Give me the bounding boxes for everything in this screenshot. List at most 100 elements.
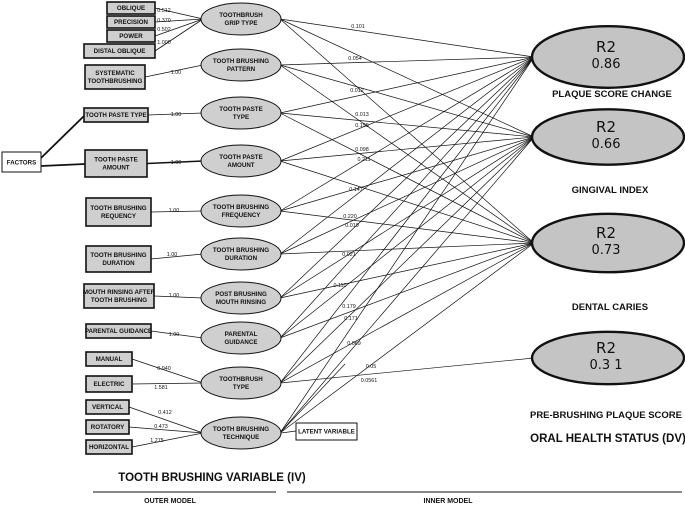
path-coefficient-10: 0.019: [345, 223, 359, 229]
latent-label-pastetype-line-2: TYPE: [233, 114, 249, 121]
latent-ellipse-frequency: [200, 194, 282, 228]
path-pastetype-to-gingival: [279, 112, 535, 138]
loading-line-parental-ind: [150, 330, 204, 339]
path-coefficient-5: 0.195: [355, 123, 369, 129]
path-brushtype-to-gingival: [279, 136, 535, 384]
indicator-box-electric: [85, 375, 133, 393]
loading-value-manual: 0.940: [157, 366, 171, 372]
path-frequency-to-gingival: [279, 136, 535, 212]
path-coefficient-15: 0.069: [347, 341, 361, 347]
outcome-ellipse-prebrushing: [530, 330, 685, 386]
indicator-box-rotatory: [85, 419, 130, 435]
indicator-label-distal-oblique-line-1: DISTAL OBLIQUE: [94, 48, 146, 55]
outcome-r2-value-gingival: 0.66: [592, 137, 621, 152]
legend-pointer-line: [280, 430, 297, 434]
path-coefficient-11: 0.021: [342, 252, 356, 258]
loading-line-duration-ind: [150, 253, 204, 260]
loading-line-distal-oblique: [154, 18, 204, 52]
indicator-box-paste-type-ind: [83, 107, 149, 123]
indicator-box-precision: [106, 15, 156, 29]
loading-value-vertical: 0.412: [158, 410, 172, 416]
outer-model-label: OUTER MODEL: [144, 498, 196, 505]
loading-value-power: 0.502: [157, 27, 171, 33]
indicator-label-precision-line-1: PRECISION: [114, 19, 149, 26]
path-coefficient-3: 0.012: [350, 88, 364, 94]
loading-line-electric: [131, 382, 204, 385]
latent-variable-legend-label: LATENT VARIABLE: [298, 429, 355, 436]
factors-connector-upper: [40, 115, 85, 159]
latent-ellipse-duration: [200, 237, 282, 271]
path-coefficient-12: 0.110: [333, 283, 346, 289]
factors-label: FACTORS: [7, 160, 36, 167]
path-coefficient-8: 0.147: [349, 187, 363, 193]
loading-line-horizontal: [131, 432, 204, 448]
path-coefficient-16: 0.05: [366, 364, 377, 370]
loading-line-rotatory: [128, 426, 204, 434]
path-frequency-to-caries: [279, 210, 535, 244]
indicator-label-power-line-1: POWER: [119, 33, 143, 40]
indicator-label-systematic-line-2: TOOTHBRUSHING: [88, 78, 143, 85]
indicator-label-oblique-line-1: OBLIQUE: [117, 5, 145, 12]
indicator-label-paste-amount-ind-line-1: TOOTH PASTE: [94, 157, 137, 164]
loading-value-distal-oblique: 1.000: [157, 40, 171, 46]
latent-label-pastetype-line-1: TOOTH PASTE: [219, 106, 262, 113]
path-coefficient-1: 0.101: [351, 24, 365, 30]
loading-value-precision: 0.370: [157, 18, 171, 24]
indicator-box-manual: [85, 351, 133, 367]
loading-value-rinsing-ind: 1.00: [169, 293, 180, 299]
outcome-label-plaque: PLAQUE SCORE CHANGE: [552, 89, 672, 100]
indicator-label-paste-type-ind-line-1: TOOTH PASTE TYPE: [85, 112, 146, 119]
outcome-label-caries: DENTAL CARIES: [572, 302, 648, 313]
latent-ellipse-grip: [200, 2, 282, 36]
factors-box: [1, 151, 42, 173]
path-rinsing-to-caries: [279, 242, 535, 299]
indicator-label-vertical-line-1: VERTICAL: [92, 404, 123, 411]
loading-line-vertical: [128, 406, 204, 434]
latent-ellipse-pasteamount: [200, 144, 282, 178]
path-coefficient-7: 0.211: [357, 157, 370, 163]
path-coefficient-9: 0.220: [343, 214, 357, 220]
indicator-label-frequency-ind-line-1: TOOTH BRUSHING: [90, 205, 146, 212]
loading-line-rinsing-ind: [153, 295, 204, 299]
path-parental-to-gingival: [279, 136, 535, 339]
path-brushtype-to-plaque: [279, 56, 535, 384]
indicator-box-frequency-ind: [85, 197, 152, 227]
path-coefficient-4: 0.013: [355, 112, 369, 118]
indicator-label-systematic-line-1: SYSTEMATIC: [95, 70, 135, 77]
loading-value-rotatory: 0.473: [154, 424, 168, 430]
path-duration-to-gingival: [279, 136, 535, 255]
outcome-r2-label-gingival: R2: [596, 118, 616, 136]
indicator-label-rinsing-ind-line-2: TOOTH BRUSHING: [91, 297, 147, 304]
latent-label-duration-line-1: TOOTH BRUSHING: [213, 247, 269, 254]
path-technique-upward: [279, 363, 346, 434]
loading-line-frequency-ind: [150, 210, 204, 213]
loading-line-manual: [131, 358, 204, 384]
latent-label-parental-line-2: GUIDANCE: [224, 339, 257, 346]
indicator-label-parental-ind-line-1: PARENTAL GUIDANCE: [85, 328, 152, 335]
path-rinsing-to-plaque: [279, 56, 535, 299]
outcome-ellipse-plaque: [530, 25, 685, 89]
indicator-label-rotatory-line-1: ROTATORY: [91, 424, 125, 431]
loading-value-parental-ind: 1.00: [169, 332, 180, 338]
latent-ellipse-technique: [200, 416, 282, 450]
latent-label-brushtype-line-1: TOOTHBRUSH: [219, 376, 263, 383]
tooth-brushing-variable-label: TOOTH BRUSHING VARIABLE (IV): [118, 472, 306, 484]
path-brushtype-to-caries: [279, 242, 535, 384]
loading-line-systematic: [144, 64, 204, 78]
indicator-box-duration-ind: [85, 245, 152, 273]
outcome-r2-value-caries: 0.73: [592, 243, 621, 258]
indicator-label-horizontal-line-1: HORIZONTAL: [89, 444, 129, 451]
latent-label-rinsing-line-2: MOUTH RINSING: [216, 299, 266, 306]
path-technique-to-plaque: [279, 56, 535, 434]
loading-line-paste-type-ind: [147, 112, 204, 116]
path-brushtype-to-prebrushing: [279, 357, 535, 384]
path-duration-to-caries: [279, 242, 535, 255]
loading-line-paste-amount-ind: [146, 160, 204, 165]
path-pastetype-to-plaque: [279, 56, 535, 114]
loading-value-frequency-ind: 1.00: [169, 208, 180, 214]
path-coefficient-17: 0.0561: [361, 378, 378, 384]
indicator-label-paste-amount-ind-line-2: AMOUNT: [102, 165, 129, 172]
loading-value-systematic: 1.00: [171, 70, 182, 76]
path-technique-to-gingival: [279, 136, 535, 434]
loading-line-power: [154, 18, 204, 37]
